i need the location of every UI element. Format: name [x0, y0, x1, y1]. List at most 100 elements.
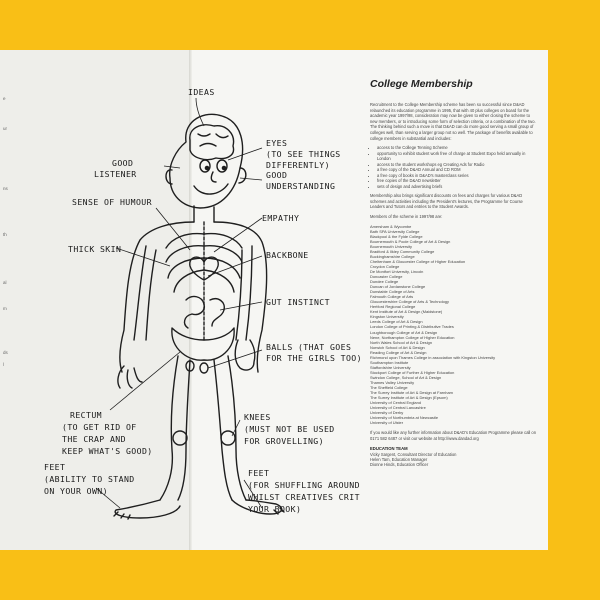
- member-list-item: Amersham & Wycombe: [370, 223, 412, 229]
- member-list-item: Southampton Institute: [370, 359, 409, 365]
- member-list-item: Cheltenham & Gloucester College of Highe…: [370, 258, 466, 264]
- member-list-item: Loughborough College of Art & Design: [370, 329, 438, 335]
- member-list-item: Falmouth College of Arts: [370, 294, 414, 300]
- left-ear-icon: [165, 169, 173, 185]
- right-arm-outline: [213, 221, 268, 373]
- member-list-item: Buckinghamshire College: [370, 253, 415, 259]
- label-eyes-2: (TO SEE THINGS: [266, 149, 341, 159]
- label-backbone: BACKBONE: [266, 250, 309, 260]
- member-list-item: Reading College of Art & Design: [370, 349, 427, 355]
- member-list-item: Bath SPA University College: [370, 228, 420, 234]
- right-pupil: [221, 165, 227, 171]
- head-outline: [169, 113, 244, 209]
- label-listener-1: GOOD: [112, 158, 133, 168]
- label-humour: SENSE OF HUMOUR: [72, 197, 152, 207]
- label-balls-1: BALLS (THAT GOES: [266, 342, 351, 352]
- member-list-item: The Surrey Institute of Art & Design (Ep…: [370, 395, 448, 401]
- left-arm-bones: [133, 245, 157, 341]
- member-list-item: Richmond upon Thames College in associat…: [370, 354, 496, 360]
- left-pupil: [204, 165, 210, 171]
- left-leg: [159, 355, 191, 501]
- member-list-item: The Surrey Institute of Art & Design at …: [370, 390, 453, 396]
- right-ball-icon: [199, 362, 209, 374]
- members-heading: Members of the scheme in 1997/98 are:: [370, 213, 443, 219]
- label-feet-right-4: YOUR BOOK): [248, 504, 301, 514]
- right-ear-icon: [238, 167, 247, 184]
- ribcage: [165, 232, 243, 293]
- list-item: opportunity to exhibit student work free…: [377, 151, 538, 162]
- list-item: access to the College Tenning Scheme: [377, 145, 538, 151]
- label-balls-2: FOR THE GIRLS TOO): [266, 353, 362, 363]
- label-empathy: EMPATHY: [262, 213, 299, 223]
- member-list-item: University of Central England: [370, 400, 421, 406]
- team-member: Dionne Hinds, Education Officer: [370, 462, 429, 468]
- label-feet-left-3: ON YOUR OWN): [44, 486, 108, 496]
- heart-icon: [189, 256, 219, 281]
- right-hand-icon: [234, 339, 256, 371]
- fragment: ur: [3, 126, 8, 131]
- member-list-item: Norwich School of Art & Design: [370, 344, 425, 350]
- member-list-item: Leeds College of Art & Design: [370, 319, 423, 325]
- gut-callout-line: [219, 301, 263, 311]
- list-item: a free copy of books in D&AD's mastercla…: [377, 173, 538, 179]
- member-list-item: University of Ulster: [370, 420, 404, 426]
- fragment: th: [3, 232, 7, 237]
- backbone-callout-line: [207, 255, 263, 277]
- nose-icon: [210, 171, 217, 183]
- article-column: College Membership Recruitment to the Co…: [370, 78, 538, 467]
- member-list-item: Swindon College, School of Art & Design: [370, 374, 442, 380]
- empathy-callout-line: [213, 217, 263, 253]
- feet-right-callout-line: [243, 479, 263, 509]
- label-eyes-3: DIFFERENTLY): [266, 160, 330, 170]
- member-list-item: Kent Institute of Art & Design (Maidston…: [370, 309, 443, 315]
- label-listener-2: LISTENER: [94, 169, 137, 179]
- skeleton-figure: [113, 113, 285, 520]
- feet-left-callout-line: [95, 487, 121, 509]
- left-knee-icon: [172, 430, 188, 446]
- label-feet-left-2: (ABILITY TO STAND: [44, 474, 135, 484]
- listener-callout-line: [163, 165, 181, 169]
- rectum-callout-line: [109, 351, 181, 411]
- label-feet-right-2: (FOR SHUFFLING AROUND: [248, 480, 360, 490]
- left-hand-icon: [117, 365, 143, 389]
- fragment: e: [3, 96, 6, 101]
- label-eyes-1: EYES: [266, 138, 287, 148]
- member-list-item: University of Derby: [370, 410, 404, 416]
- smile-icon: [193, 183, 229, 195]
- right-knee-icon: [220, 430, 236, 446]
- label-thickskin: THICK SKIN: [68, 244, 121, 254]
- label-knees-3: FOR GROVELLING): [244, 436, 324, 446]
- toes: [113, 507, 285, 520]
- member-list-item: Bournemouth & Poole College of Art & Des…: [370, 238, 451, 244]
- right-eye-icon: [216, 159, 228, 173]
- pelvis: [171, 327, 235, 361]
- label-feet-right-1: FEET: [248, 468, 269, 478]
- label-rectum-3: THE CRAP AND: [62, 434, 126, 444]
- team-member: Vicky Sargent, Consultant Director of Ed…: [370, 451, 457, 457]
- benefits-list: access to the College Tenning Scheme opp…: [370, 145, 538, 189]
- left-arm-outline: [119, 221, 195, 373]
- fragment: al: [3, 280, 7, 285]
- team-member: Helen Tam, Education Manager: [370, 456, 428, 462]
- neck: [193, 205, 215, 223]
- handwritten-labels: IDEAS EYES (TO SEE THINGS DIFFERENTLY) G…: [44, 87, 362, 514]
- label-understanding-1: GOOD: [266, 170, 287, 180]
- member-list-item: Stockport College of Further & Higher Ed…: [370, 369, 455, 375]
- member-list-item: Gloucestershire College of Arts & Techno…: [370, 299, 449, 305]
- team-heading: EDUCATION TEAM: [370, 445, 408, 451]
- label-ideas: IDEAS: [188, 87, 215, 97]
- page-title: College Membership: [370, 78, 473, 90]
- left-eye-icon: [199, 159, 211, 173]
- member-list-item: Dundee College: [370, 279, 399, 285]
- member-list-item: Kingston University: [370, 314, 404, 320]
- list-item: a free copy of the D&AD Annual and CD RO…: [377, 167, 538, 173]
- member-list-item: Duncan of Jordanstone College: [370, 284, 426, 290]
- page-gutter: [189, 50, 192, 550]
- label-rectum-1: RECTUM: [70, 410, 102, 420]
- contact-paragraph: If you would like any further informatio…: [370, 430, 536, 441]
- intro-paragraph: Recruitment to the College Membership sc…: [370, 102, 536, 141]
- member-list-item: Thames Valley University: [370, 379, 415, 385]
- thickskin-callout-line: [115, 247, 171, 267]
